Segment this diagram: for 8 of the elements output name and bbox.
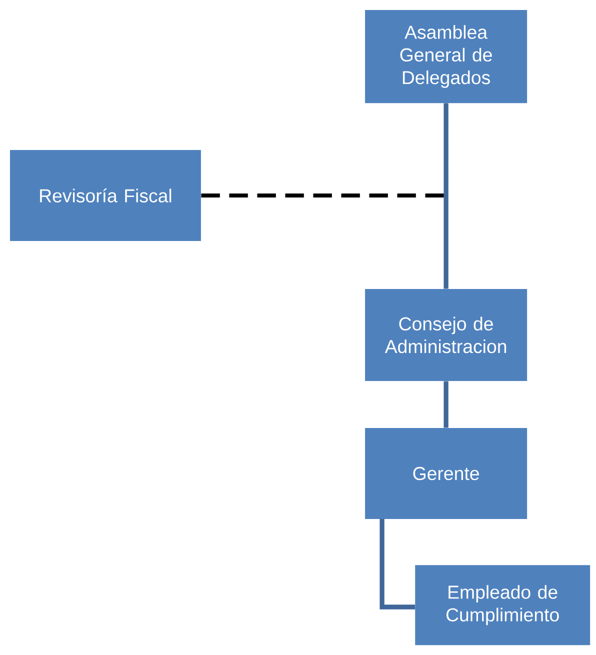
org-box: Asamblea General de Delegados: [365, 10, 528, 104]
connector-line: [444, 381, 448, 428]
org-box: Consejo de Administracion: [365, 288, 528, 381]
org-box: Gerente: [365, 428, 528, 519]
org-box: Empleado de Cumplimiento: [415, 565, 590, 646]
org-box: Revisoría Fiscal: [10, 150, 201, 241]
connector-line: [444, 103, 448, 289]
connector-line: [380, 519, 415, 610]
